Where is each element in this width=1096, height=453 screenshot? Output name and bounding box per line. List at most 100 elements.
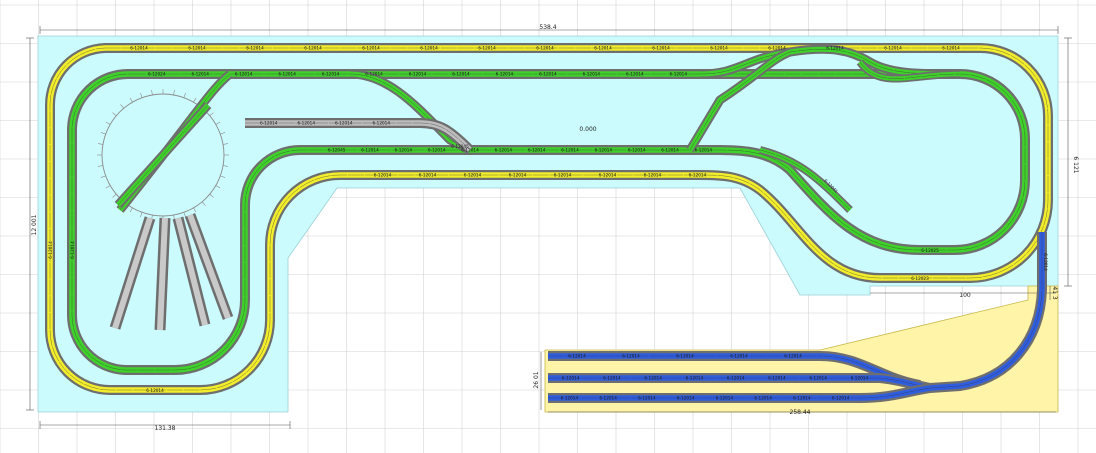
outer-loop-top-label: 6-12014 xyxy=(942,46,960,51)
outer-loop-top-label: 6-12014 xyxy=(304,46,322,51)
turntable-tick xyxy=(100,132,106,135)
outer-loop-mid-label: 6-12014 xyxy=(644,173,662,178)
outer-loop-mid-label: 6-12014 xyxy=(374,173,392,178)
stall-track-3[interactable] xyxy=(175,217,208,326)
outer-loop-top-label: 6-12014 xyxy=(884,46,902,51)
spur-label: 6-12014 xyxy=(298,121,316,126)
spur-label: 6-12014 xyxy=(373,121,391,126)
inner-loop-siding-centerline xyxy=(699,49,961,75)
staging-yard-label: 6-12014 xyxy=(638,396,656,401)
turntable-tick xyxy=(183,212,186,218)
turntable-tick xyxy=(151,89,153,95)
outer-loop-top-label: 6-12014 xyxy=(478,46,496,51)
outer-loop-top-label: 6-12014 xyxy=(130,46,148,51)
inner-loop-top-label: 6-12014 xyxy=(365,72,383,77)
inner-loop-junction[interactable] xyxy=(856,59,961,83)
turntable-stalls[interactable] xyxy=(109,213,234,331)
stall-track-1[interactable] xyxy=(112,217,153,329)
outer-loop-mid-label: 6-12014 xyxy=(599,173,617,178)
inner-loop-top-label: 6-12014 xyxy=(626,72,644,77)
dimension-lines xyxy=(26,26,1072,429)
outer-loop-top-label: 6-12014 xyxy=(768,46,786,51)
turntable-tick xyxy=(183,92,186,98)
staging-yard-label: 6-12014 xyxy=(686,376,704,381)
turntable-tick xyxy=(215,185,221,189)
staging-yard-label: 6-12014 xyxy=(599,396,617,401)
staging-yard-lead-centerline xyxy=(929,232,1043,389)
staging-yard-label: 6-12014 xyxy=(644,376,662,381)
baseboard-main[interactable] xyxy=(37,35,1059,413)
inner-loop-top-label: 6-12014 xyxy=(452,72,470,77)
turntable-tick xyxy=(112,112,117,117)
switch-label: 6-12045 xyxy=(451,144,469,149)
outer-loop-mid-label: 6-12014 xyxy=(509,173,527,178)
inner-loop-top-label: 6-12014 xyxy=(191,72,209,77)
track-layers[interactable] xyxy=(45,43,1053,403)
outer-loop-centerline xyxy=(49,47,1049,391)
staging-yard-label: 6-12014 xyxy=(727,376,745,381)
staging-yard-lead[interactable] xyxy=(929,232,1047,393)
inner-loop-crossover[interactable] xyxy=(686,47,792,153)
outer-loop-bottom-label: 6-12014 xyxy=(146,388,164,393)
turntable-tick xyxy=(112,193,117,198)
staging-yard-label: 6-12014 xyxy=(562,376,580,381)
turntable-tick xyxy=(209,193,214,198)
turntable-tick xyxy=(120,104,125,109)
staging-yard-track-3-centerline xyxy=(548,387,931,399)
spur-label: 6-12014 xyxy=(335,121,353,126)
spur-track[interactable] xyxy=(245,118,474,154)
inner-loop-top-label: 6-12024 xyxy=(148,72,166,77)
inner-loop-mid-label: 6-12014 xyxy=(561,148,579,153)
outer-loop-mid-label: 6-12014 xyxy=(689,173,707,178)
inner-loop-lead-1[interactable] xyxy=(349,69,473,155)
turntable-tick xyxy=(129,207,133,213)
turntable-bridge[interactable] xyxy=(114,101,212,209)
stall-track-2[interactable] xyxy=(157,217,168,331)
outer-loop-mid-label: 6-12014 xyxy=(419,173,437,178)
staging-yard-label: 6-12014 xyxy=(793,396,811,401)
turntable-tick xyxy=(129,97,133,103)
turntable-tick xyxy=(220,175,226,178)
staging-yard-label: 6-12014 xyxy=(622,354,640,359)
outer-loop-mid-label: 6-12014 xyxy=(554,173,572,178)
inner-loop-mid-label: 6-12014 xyxy=(395,148,413,153)
turntable-tick xyxy=(105,185,111,189)
dim-lower-left-width: 131.38 xyxy=(155,425,176,432)
dimension-labels: 538.4 12 001 6 121 100 131.38 258.44 26 … xyxy=(31,24,1079,432)
spur-label: 6-12014 xyxy=(260,121,278,126)
dim-extension-depth-right: 41 3 xyxy=(1051,286,1058,300)
staging-lead-label: 6-12014 xyxy=(1043,253,1048,271)
dim-extension-depth: 26 01 xyxy=(533,371,540,388)
staging-yard-label: 6-12014 xyxy=(603,376,621,381)
inner-loop-left-label: 6-12014 xyxy=(70,241,75,259)
outer-loop-left-label: 6-12014 xyxy=(48,241,53,259)
turntable-bridge-centerline xyxy=(117,104,209,206)
outer-loop-top-label: 6-12014 xyxy=(536,46,554,51)
inner-loop-top-label: 6-12014 xyxy=(322,72,340,77)
turntable-tick xyxy=(140,212,143,218)
dim-extension-width: 258.44 xyxy=(790,409,811,416)
inner-loop-top-label: 6-12014 xyxy=(670,72,688,77)
inner-loop-mid-label: 6-12014 xyxy=(461,148,479,153)
turntable-tick xyxy=(201,201,206,206)
inner-loop-mid-label: 6-12014 xyxy=(595,148,613,153)
outer-loop-top-label: 6-12014 xyxy=(188,46,206,51)
turntable-tick xyxy=(223,143,229,145)
outer-loop-top-label: 6-12014 xyxy=(710,46,728,51)
staging-yard-track-3[interactable] xyxy=(548,383,931,403)
outer-loop-top-label: 6-12014 xyxy=(826,46,844,51)
stall-track-4[interactable] xyxy=(187,213,231,320)
inner-loop-mid-label: 6-12014 xyxy=(661,148,679,153)
inner-loop-crossover-centerline xyxy=(689,51,791,151)
inner-outer-crossover-centerline xyxy=(759,149,851,211)
inner-loop[interactable] xyxy=(67,68,1030,375)
inner-loop-top-label: 6-12014 xyxy=(583,72,601,77)
turntable-tick xyxy=(193,97,197,103)
dim-left-height: 12 001 xyxy=(31,214,38,235)
inner-loop-siding[interactable] xyxy=(699,44,961,79)
staging-yard-label: 6-12014 xyxy=(784,354,802,359)
outer-loop[interactable] xyxy=(45,43,1053,395)
inner-outer-crossover[interactable] xyxy=(759,146,853,213)
staging-yard-label: 6-12014 xyxy=(716,396,734,401)
